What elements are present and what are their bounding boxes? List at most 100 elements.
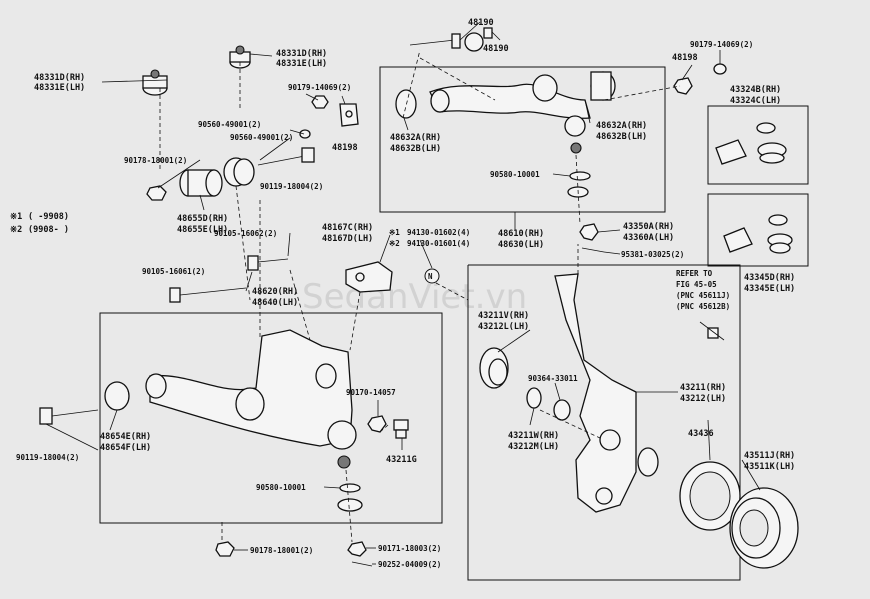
knuckle-box: [467, 264, 741, 581]
bolt-90119-top: [257, 147, 315, 166]
label-48331d-top: 48331D(RH): [276, 49, 327, 59]
bolt-48190: [409, 33, 461, 49]
label-43345e: 43345E(LH): [744, 284, 795, 294]
refer-line-1: REFER TO: [676, 269, 713, 278]
bolt-43211g: [393, 419, 409, 439]
note-1-mark: ※1: [10, 212, 22, 222]
dust-cover-43511: [729, 487, 799, 569]
washer-90179-right: [713, 63, 727, 75]
upper-arm-48610: [395, 71, 616, 154]
label-48331d-left: 48331D(RH): [34, 73, 85, 83]
label-94130a: 94130-01602(4): [407, 228, 470, 237]
label-48655d: 48655D(RH): [177, 214, 228, 224]
label-48198b: 48198: [332, 143, 358, 153]
label-43212l: 43212L(LH): [478, 322, 529, 332]
gasket-43436: [679, 461, 741, 531]
part-labels: 48190 48190 90179-14069(2) 48198 48331D(…: [10, 18, 795, 569]
bracket-48198-left: [339, 103, 359, 127]
label-48331e-left: 48331E(LH): [34, 83, 85, 93]
label-48632b-right: 48632B(LH): [596, 132, 647, 142]
label-43360a: 43360A(LH): [623, 233, 674, 243]
note-1-text: ( -9908): [28, 212, 69, 222]
label-48654e: 48654E(RH): [100, 432, 151, 442]
label-48655e: 48655E(LH): [177, 225, 228, 235]
label-43324b: 43324B(RH): [730, 85, 781, 95]
seal-43211v: [479, 347, 509, 389]
label-48640: 48640(LH): [252, 298, 298, 308]
nut-43350: [579, 223, 599, 241]
washer-90560-a: [299, 129, 311, 139]
label-48632a-left: 48632A(RH): [390, 133, 441, 143]
nut-90178-top: [146, 185, 167, 201]
cotter-pin-90252: [351, 561, 373, 567]
label-90252: 90252-04009(2): [378, 560, 441, 569]
note-circle-letter: N: [428, 272, 433, 281]
refer-line-4: (PNC 45612B): [676, 302, 730, 311]
label-90105b: 90105-16061(2): [142, 267, 205, 276]
bushing-90560-b: [223, 157, 255, 187]
label-90179b: 90179-14069(2): [288, 83, 351, 92]
label-48331e-top: 48331E(LH): [276, 59, 327, 69]
label-90170: 90170-14057: [346, 388, 396, 397]
boot-kit-box-lower: [707, 193, 809, 267]
upper-arm-box: [379, 66, 666, 213]
label-43211: 43211(RH): [680, 383, 726, 393]
note-2-mark: ※2: [10, 225, 22, 235]
boot-kit-box-upper: [707, 105, 809, 185]
seal-90580-lower: [337, 483, 363, 512]
note-mark-2: ※2: [389, 239, 400, 248]
label-90178b: 90178-18001(2): [250, 546, 313, 555]
label-43511j: 43511J(RH): [744, 451, 795, 461]
boot-kit-43345: [723, 214, 793, 254]
label-90119b: 90119-18004(2): [16, 453, 79, 462]
bearing-90364: [526, 387, 571, 421]
label-90560b: 90560-49001(2): [230, 133, 293, 142]
nut-90178-bottom: [215, 541, 235, 557]
label-95381: 95381-03025(2): [621, 250, 684, 259]
dashed-guides: [159, 49, 681, 543]
label-90580b: 90580-10001: [256, 483, 306, 492]
label-43350a: 43350A(RH): [623, 222, 674, 232]
leader-lines: [45, 21, 761, 565]
label-90580a: 90580-10001: [490, 170, 540, 179]
bracket-48167: [345, 261, 393, 293]
note-2-text: (9908- ): [28, 225, 69, 235]
label-48630: 48630(LH): [498, 240, 544, 250]
seal-90580-upper: [567, 171, 591, 198]
note-circle-n: [424, 268, 440, 284]
bolt-90105-a: [247, 255, 289, 271]
bushing-48655: [179, 169, 223, 197]
label-48610: 48610(RH): [498, 229, 544, 239]
label-43436: 43436: [688, 429, 714, 439]
label-48190a: 48190: [468, 18, 494, 28]
nut-90171: [347, 541, 367, 557]
label-48620: 48620(RH): [252, 287, 298, 297]
watermark: SedanViet.vn: [302, 277, 527, 317]
boot-kit-43324: [715, 122, 787, 165]
label-43511k: 43511K(LH): [744, 462, 795, 472]
note-mark-1: ※1: [389, 228, 400, 237]
label-90178a: 90178-18001(2): [124, 156, 187, 165]
label-90179a: 90179-14069(2): [690, 40, 753, 49]
bumper-stopper: [142, 69, 168, 96]
label-43345d: 43345D(RH): [744, 273, 795, 283]
label-48632a-right: 48632A(RH): [596, 121, 647, 131]
bolt-90105-b: [169, 287, 247, 303]
label-90560a: 90560-49001(2): [198, 120, 261, 129]
nut-48198-right: [673, 77, 693, 95]
label-43324c: 43324C(LH): [730, 96, 781, 106]
label-48167c: 48167C(RH): [322, 223, 373, 233]
refer-line-3: (PNC 45611J): [676, 291, 730, 300]
bolt-refer: [699, 321, 725, 341]
label-90364: 90364-33011: [528, 374, 578, 383]
lower-arm-48620: [104, 329, 357, 469]
label-43212: 43212(LH): [680, 394, 726, 404]
label-90119a: 90119-18004(2): [260, 182, 323, 191]
label-90171: 90171-18003(2): [378, 544, 441, 553]
label-48654f: 48654F(LH): [100, 443, 151, 453]
nut-90170: [367, 415, 387, 433]
label-43212m: 43212M(LH): [508, 442, 559, 452]
label-48632b-left: 48632B(LH): [390, 144, 441, 154]
label-48190b: 48190: [483, 44, 509, 54]
cam-48190: [464, 27, 493, 52]
